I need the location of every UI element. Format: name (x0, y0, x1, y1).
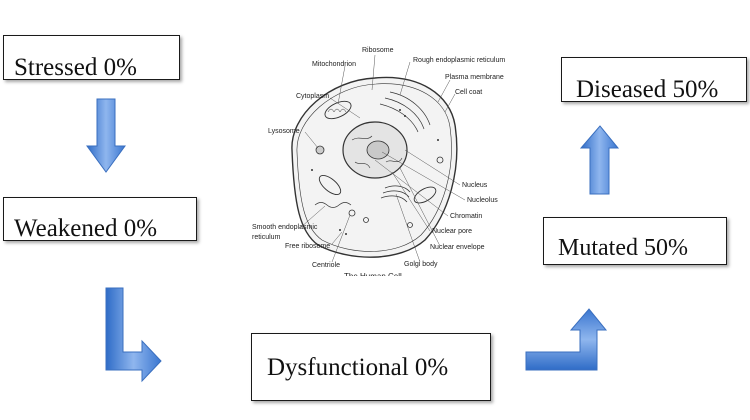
label-smooth-er-2: reticulum (252, 234, 281, 241)
label-ribosome: Ribosome (362, 47, 394, 54)
label-chromatin: Chromatin (450, 213, 482, 220)
arrow-weakened-to-dysfunctional (105, 287, 162, 383)
label-lysosome: Lysosome (268, 128, 300, 135)
stage-box-mutated: Mutated 50% (543, 217, 727, 265)
label-cytoplasm: Cytoplasm (296, 93, 329, 100)
label-rough-er: Rough endoplasmic reticulum (413, 57, 505, 64)
label-nucleus: Nucleus (462, 182, 488, 189)
arrow-stressed-to-weakened (86, 98, 126, 173)
stage-box-diseased: Diseased 50% (561, 57, 747, 102)
label-plasma-membrane: Plasma membrane (445, 74, 504, 81)
label-cell-coat: Cell coat (455, 89, 482, 96)
arrow-dysfunctional-to-mutated (525, 308, 608, 371)
stage-label-weakened: Weakened 0% (14, 215, 158, 241)
stage-label-dysfunctional: Dysfunctional 0% (267, 354, 449, 381)
label-nuclear-envelope: Nuclear envelope (430, 244, 485, 251)
label-nuclear-pore: Nuclear pore (432, 228, 472, 235)
human-cell-illustration: Ribosome Mitochondrion Rough endoplasmic… (252, 47, 505, 281)
label-smooth-er: Smooth endoplasmic (252, 224, 318, 231)
stage-box-stressed: Stressed 0% (3, 35, 180, 80)
stage-label-mutated: Mutated 50% (558, 235, 688, 261)
stage-label-diseased: Diseased 50% (576, 76, 719, 102)
label-golgi: Golgi body (404, 261, 438, 268)
label-mitochondrion: Mitochondrion (312, 61, 356, 68)
stage-label-stressed: Stressed 0% (14, 54, 137, 80)
label-free-ribosome: Free ribosome (285, 243, 330, 250)
label-centriole: Centriole (312, 262, 340, 269)
label-nucleolus: Nucleolus (467, 197, 498, 204)
stage-box-dysfunctional: Dysfunctional 0% (251, 333, 491, 401)
arrow-mutated-to-diseased (579, 125, 620, 195)
stage-box-weakened: Weakened 0% (3, 197, 197, 241)
